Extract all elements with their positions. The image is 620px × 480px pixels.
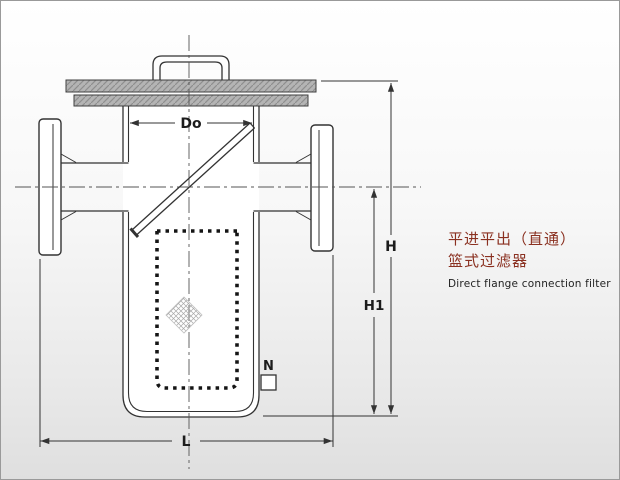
vessel-shell bbox=[122, 106, 260, 418]
centerlines bbox=[15, 35, 421, 469]
dimension-h: H bbox=[263, 80, 398, 417]
title-zh-line2: 篮式过滤器 bbox=[448, 252, 529, 270]
mesh-crosshatch-symbol bbox=[165, 296, 203, 334]
top-cover-flanges bbox=[65, 79, 317, 107]
title-en-line: Direct flange connection filter bbox=[448, 278, 611, 290]
dimension-do: Do bbox=[129, 116, 253, 132]
diagonal-seat-stop bbox=[129, 227, 140, 238]
drain-nozzle-label: N bbox=[263, 359, 274, 374]
dimension-h-label: H bbox=[385, 239, 397, 255]
shell-inner-wall bbox=[127, 106, 255, 413]
dimension-do-label: Do bbox=[180, 116, 202, 132]
title-block: 平进平出（直通） 篮式过滤器 Direct flange connection … bbox=[448, 228, 616, 291]
inlet-pipe bbox=[61, 162, 129, 212]
dimension-l: L bbox=[39, 255, 334, 450]
outlet-pipe bbox=[253, 162, 311, 212]
outlet-flange-fill bbox=[311, 125, 333, 251]
outlet-flange bbox=[310, 124, 334, 252]
dimension-h1-label: H1 bbox=[364, 298, 385, 314]
outlet-hub-flare bbox=[295, 153, 312, 221]
strainer-diagonal bbox=[129, 122, 255, 238]
vessel-body-fill bbox=[39, 106, 333, 417]
inlet-hub-flare bbox=[60, 153, 77, 221]
drain-nozzle: N bbox=[260, 359, 277, 391]
drain-nozzle-square bbox=[260, 374, 277, 391]
inlet-flange bbox=[38, 118, 62, 256]
shell-outer-wall bbox=[122, 106, 260, 418]
lifting-handle bbox=[152, 55, 230, 80]
pipes bbox=[60, 153, 312, 221]
dimension-l-label: L bbox=[182, 434, 191, 450]
title-zh-line1: 平进平出（直通） bbox=[448, 230, 577, 248]
body-flange bbox=[73, 94, 309, 107]
dimension-h1: H1 bbox=[364, 188, 385, 415]
cover-plate bbox=[65, 79, 317, 93]
